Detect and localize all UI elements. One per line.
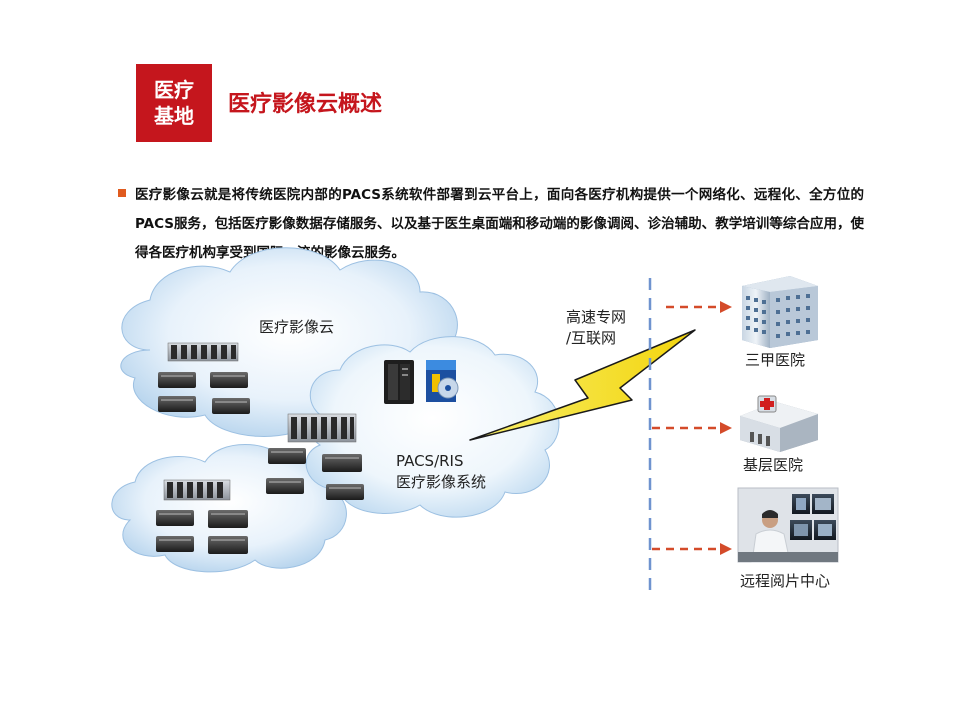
hospital-building-icon [742, 276, 818, 348]
arrow-to-primary-hospital [652, 422, 732, 434]
cloud-label: 医疗影像云 [259, 318, 335, 336]
pacs-label-line-2: 医疗影像系统 [396, 473, 487, 491]
remote-reading-center-label: 远程阅片中心 [740, 572, 831, 590]
primary-hospital-label: 基层医院 [743, 456, 804, 474]
arrow-to-reading-center [652, 543, 732, 555]
network-label-line-1: 高速专网 [566, 308, 627, 326]
clinic-with-cross-icon [740, 395, 818, 452]
network-label: 高速专网 /互联网 [566, 307, 646, 349]
page-title: 医疗影像云概述 [228, 92, 383, 117]
section-badge: 医疗 基地 [136, 64, 212, 142]
intro-bullet: 医疗影像云就是将传统医院内部的PACS系统软件部署到云平台上，面向各医疗机构提供… [118, 181, 864, 268]
server-rack-group-2 [266, 413, 364, 500]
badge-line-1: 医疗 [154, 78, 194, 102]
doctor-workstation-icon [737, 487, 839, 563]
server-rack-group-1 [158, 342, 250, 414]
tertiary-hospital-label: 三甲医院 [745, 351, 806, 369]
intro-paragraph: 医疗影像云就是将传统医院内部的PACS系统软件部署到云平台上，面向各医疗机构提供… [135, 187, 864, 261]
network-label-line-2: /互联网 [566, 329, 617, 347]
pacs-label-line-1: PACS/RIS [396, 452, 464, 470]
arrow-to-tertiary-hospital [666, 301, 732, 313]
lightning-bolt-icon [469, 329, 696, 441]
bullet-square-icon [118, 189, 126, 197]
badge-line-2: 基地 [154, 104, 194, 128]
pacs-label: PACS/RIS 医疗影像系统 [396, 451, 516, 493]
software-box-icon [426, 360, 459, 402]
server-rack-group-3 [156, 479, 248, 554]
pacs-server-tower-icon [384, 360, 414, 404]
